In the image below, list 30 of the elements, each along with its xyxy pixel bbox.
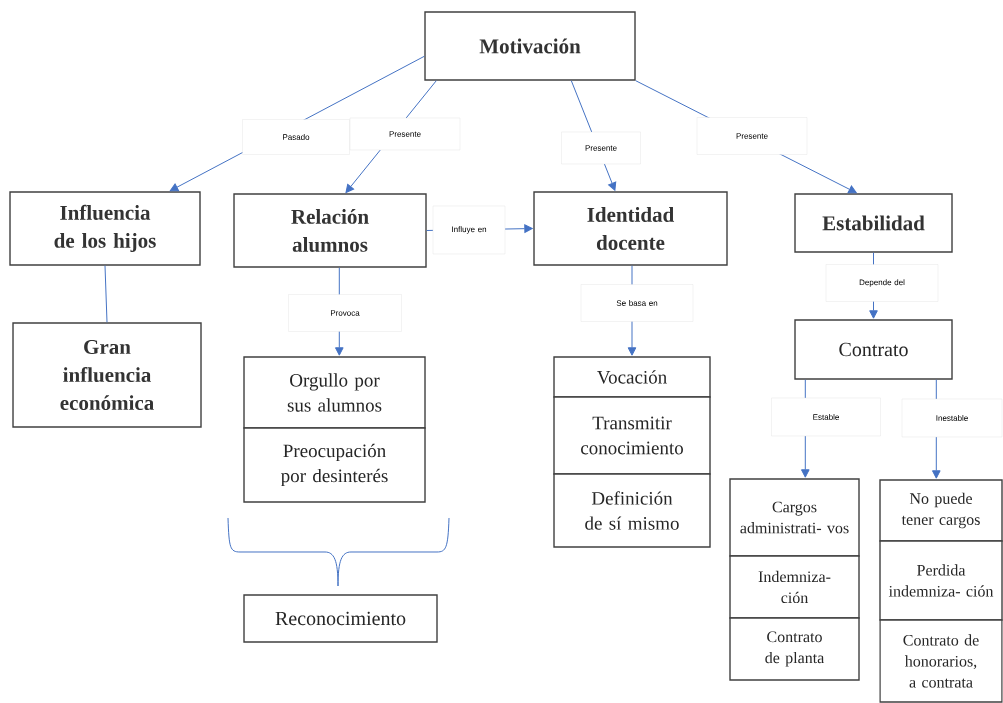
edge-label: Presente	[561, 131, 641, 165]
concept-box: Estabilidad	[794, 193, 953, 253]
concept-box: Influencia de los hijos	[9, 191, 201, 266]
item-box: Indemniza- ción	[729, 555, 860, 619]
edge-label: Pasado	[242, 119, 350, 155]
edge-label: Inestable	[901, 398, 1003, 438]
item-box: Definición de sí mismo	[553, 473, 711, 548]
item-box: Perdida indemniza- ción	[879, 540, 1003, 621]
item-box: Contrato de planta	[729, 617, 860, 681]
concept-box: Relación alumnos	[233, 193, 427, 268]
concept-box: Identidad docente	[533, 191, 728, 266]
edge-label: Influye en	[432, 205, 506, 255]
connector-line	[104, 265, 108, 323]
edge-label: Depende del	[825, 264, 939, 302]
item-box: Contrato de honorarios, a contrata	[879, 619, 1003, 703]
item-box: Preocupación por desinterés	[243, 427, 426, 503]
item-box: Vocación	[553, 356, 711, 398]
concept-box: Motivación	[424, 11, 636, 81]
edge-label: Estable	[771, 397, 881, 437]
concept-box: Gran influencia económica	[12, 322, 202, 428]
edge-label: Se basa en	[580, 284, 694, 322]
item-box: Transmitir conocimiento	[553, 396, 711, 475]
edge-label: Presente	[696, 117, 808, 155]
edge-label: Presente	[349, 117, 461, 151]
item-box: No puede tener cargos	[879, 479, 1003, 542]
item-box: Reconocimiento	[243, 594, 438, 643]
item-box: Cargos administrati- vos	[729, 478, 860, 557]
item-box: Contrato	[794, 319, 953, 380]
edge-label: Provoca	[288, 294, 402, 332]
item-box: Orgullo por sus alumnos	[243, 356, 426, 429]
